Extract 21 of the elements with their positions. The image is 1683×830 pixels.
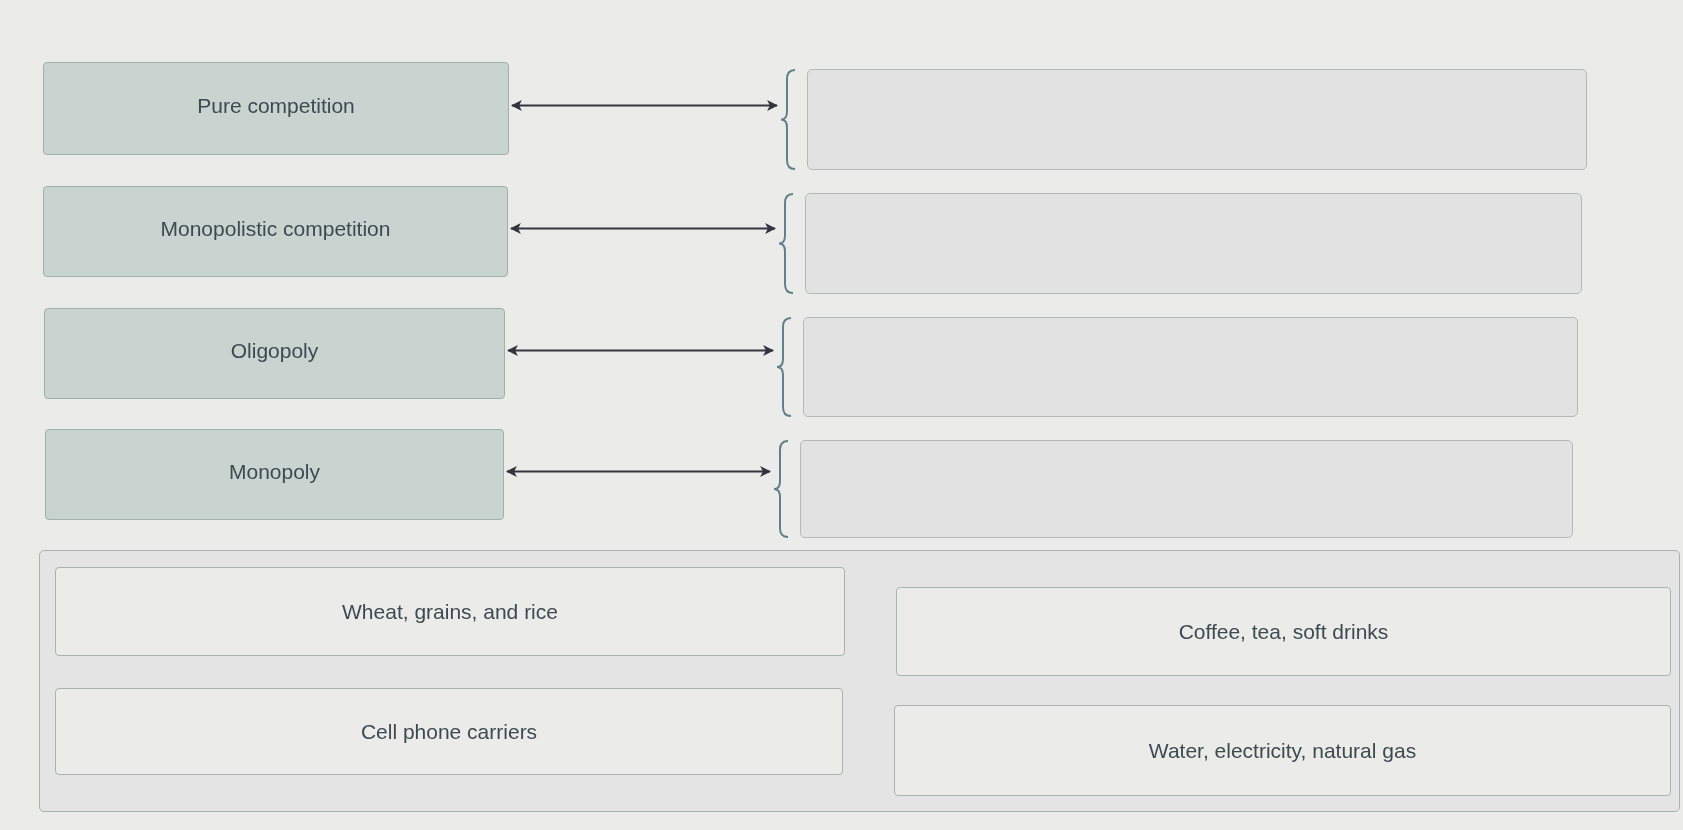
option-card [894, 705, 1671, 796]
option-label: Coffee, tea, soft drinks [1178, 618, 1389, 645]
double-arrow [506, 345, 775, 356]
option-card [55, 567, 845, 656]
double-arrow [505, 466, 772, 477]
option-label: Cell phone carriers [360, 718, 538, 745]
option-label: Water, electricity, natural gas [1148, 737, 1417, 764]
option-card [55, 688, 843, 775]
option-label: Wheat, grains, and rice [342, 598, 558, 625]
option-card [896, 587, 1671, 676]
category-label: Monopoly [228, 458, 321, 485]
double-arrow [510, 100, 779, 111]
category-box [43, 62, 509, 155]
category-label: Oligopoly [230, 337, 319, 364]
category-box [45, 429, 504, 520]
category-box [44, 308, 505, 399]
category-label: Pure competition [197, 92, 355, 119]
options-panel [39, 550, 1680, 812]
category-box [43, 186, 508, 277]
double-arrow [509, 223, 777, 234]
category-label: Monopolistic competition [160, 215, 391, 242]
